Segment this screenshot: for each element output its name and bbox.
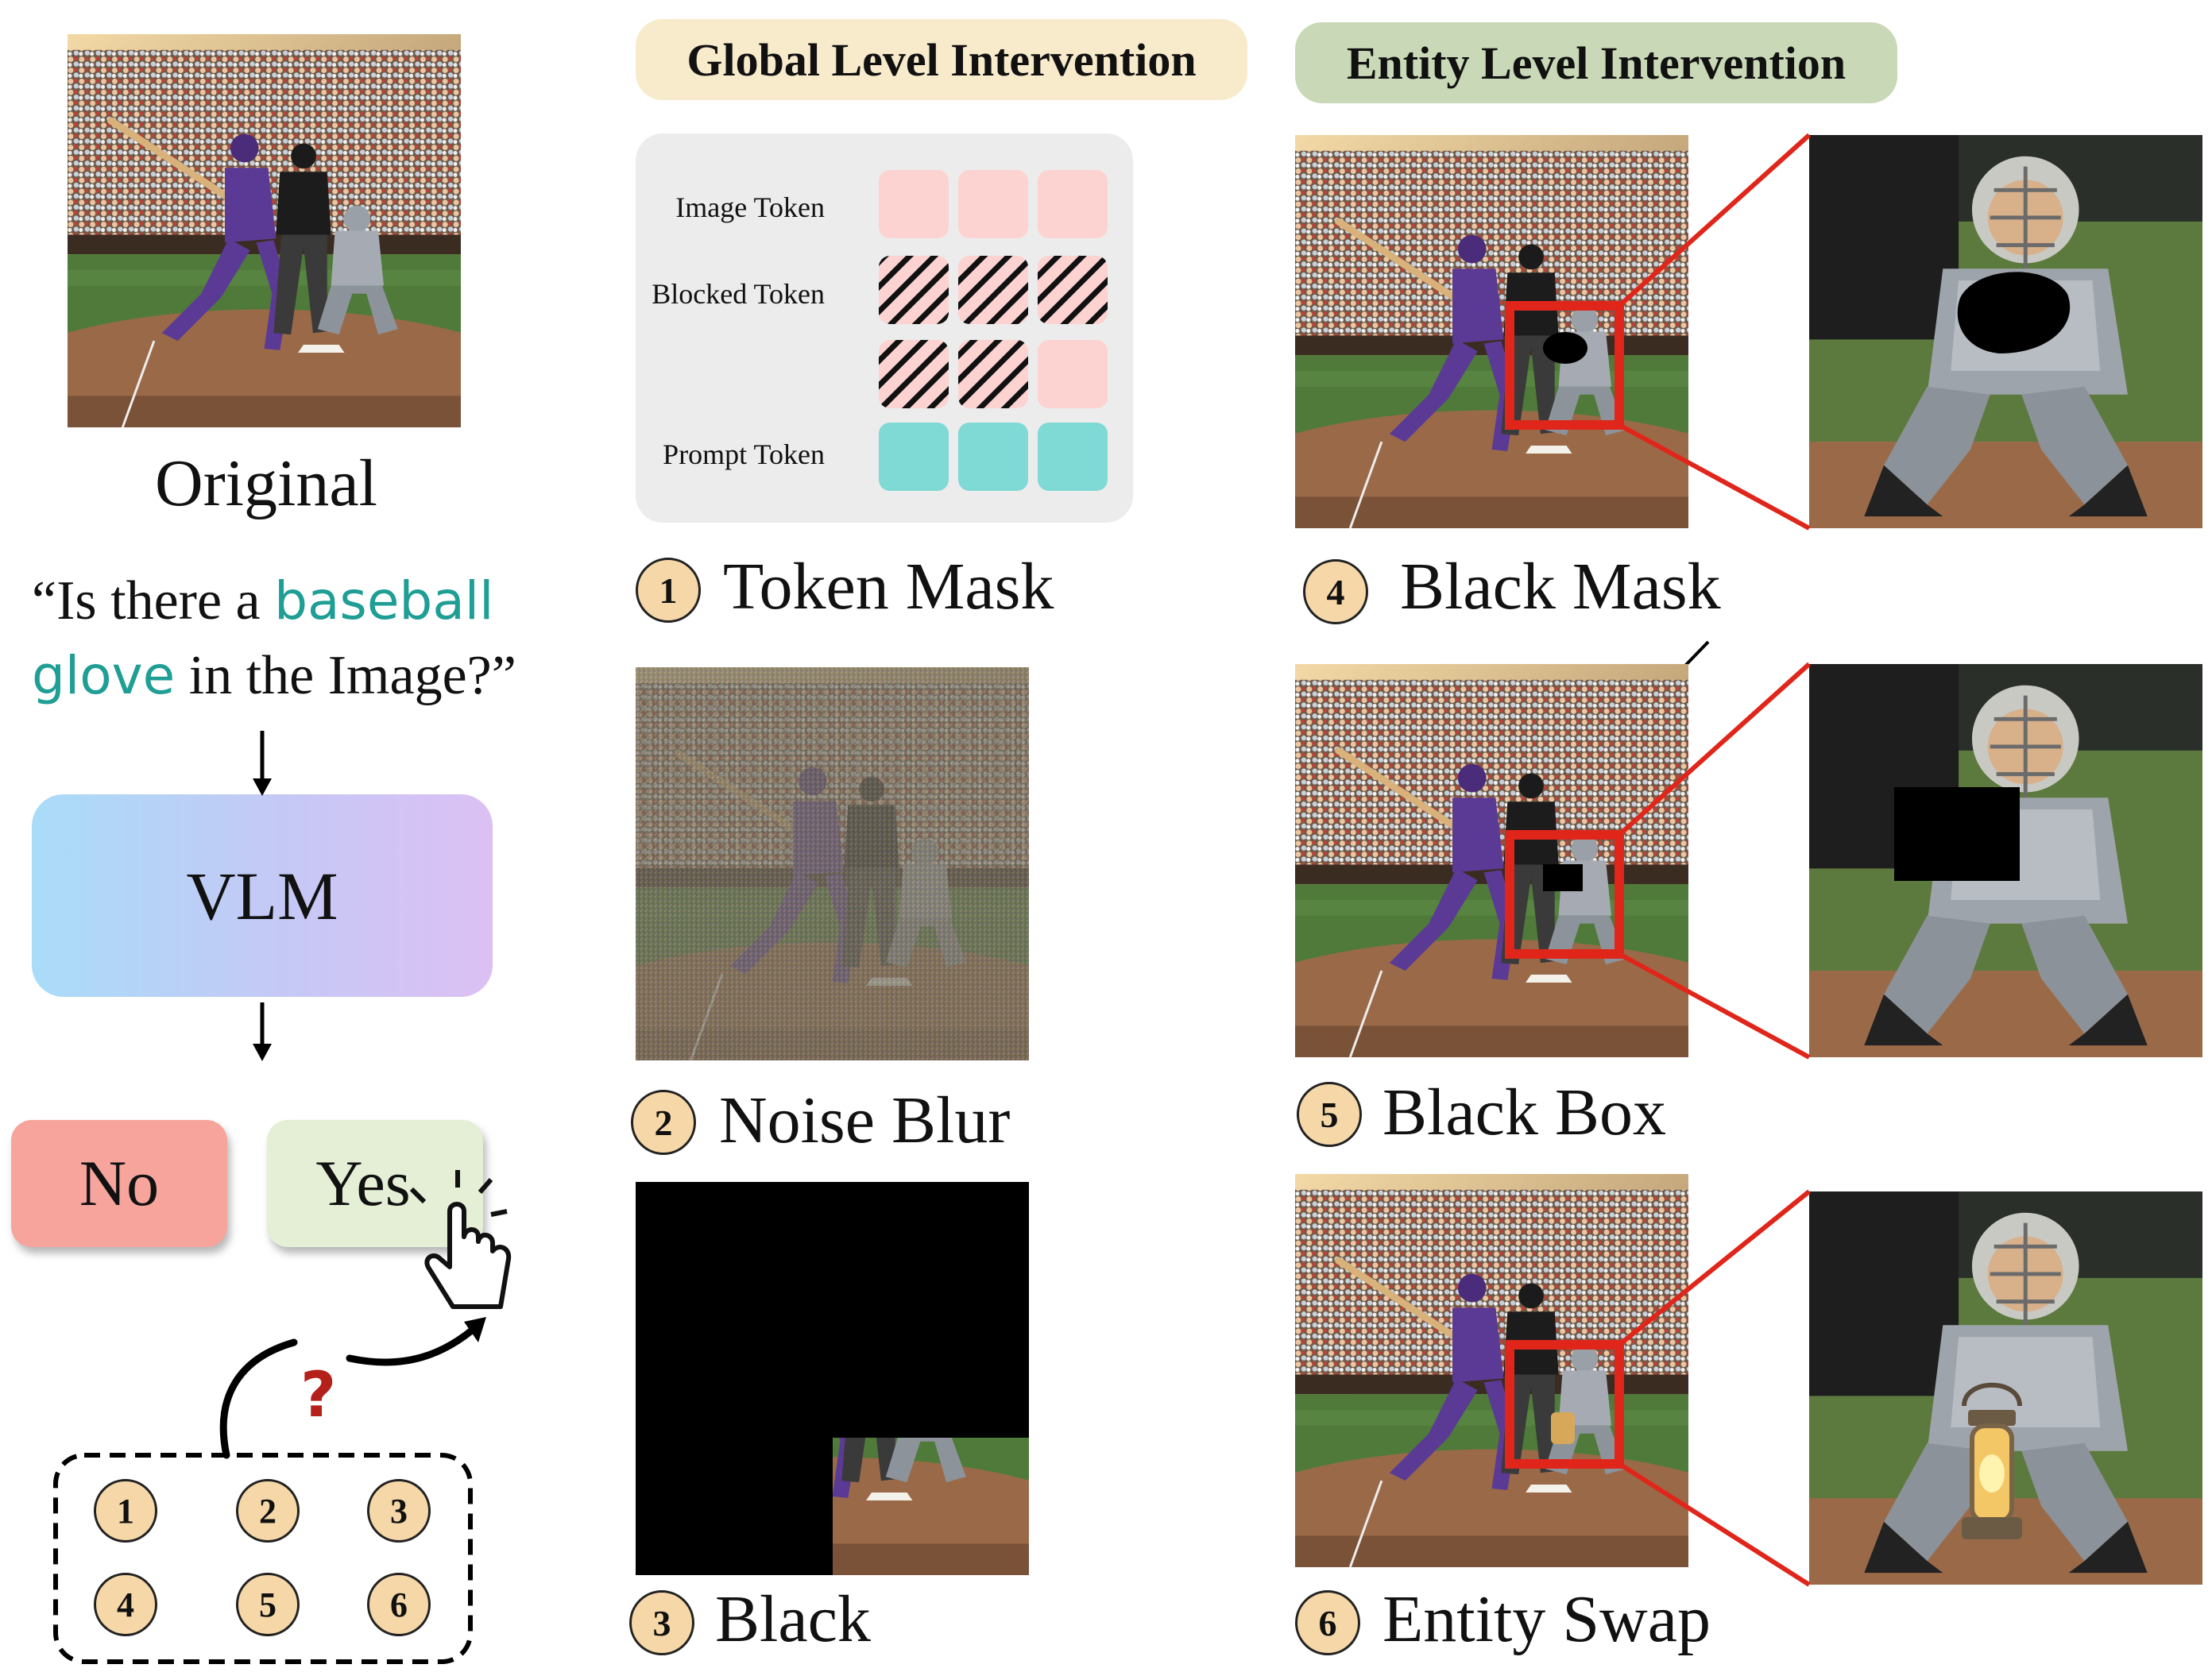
blocked-token-label: Blocked Token: [652, 278, 825, 310]
step-badge-2: 2: [631, 1090, 696, 1155]
original-label: Original: [155, 446, 377, 520]
arrow-head-icon: [464, 1317, 486, 1342]
black-mask-image: [1295, 135, 1688, 528]
entity-swap-zoom: [1809, 1191, 2202, 1585]
answer-no: No: [11, 1120, 227, 1247]
option-badge-5: 5: [236, 1573, 300, 1636]
entity-swap-image: [1295, 1174, 1688, 1567]
lantern-icon: [1962, 1382, 2022, 1539]
answer-yes: Yes: [267, 1120, 483, 1247]
step-label-noise-blur: Noise Blur: [719, 1083, 1011, 1157]
question-keyword: baseball glove: [32, 570, 494, 706]
step-badge-3: 3: [629, 1590, 694, 1655]
image-token-label: Image Token: [675, 191, 825, 223]
step-badge-4: 4: [1303, 559, 1368, 624]
arrow-down-icon: [253, 778, 272, 796]
option-badge-2: 2: [236, 1479, 300, 1543]
black-mask-zoom: [1809, 135, 2202, 528]
option-badge-6: 6: [367, 1573, 431, 1636]
step-badge-5: 5: [1297, 1082, 1362, 1147]
question-mark: ?: [300, 1360, 337, 1431]
prompt-token-label: Prompt Token: [663, 438, 825, 470]
step-label-entity-swap: Entity Swap: [1382, 1582, 1711, 1656]
global-header: Global Level Intervention: [636, 19, 1247, 100]
step-label-black-box: Black Box: [1382, 1075, 1666, 1149]
step-label-token-mask: Token Mask: [723, 550, 1054, 624]
noise-blur-image: [636, 667, 1029, 1060]
vlm-box: VLM: [32, 794, 493, 997]
entity-header: Entity Level Intervention: [1295, 22, 1897, 103]
option-badge-1: 1: [94, 1479, 157, 1543]
black-image: [636, 1182, 1029, 1575]
option-badge-4: 4: [94, 1573, 157, 1636]
step-badge-6: 6: [1295, 1590, 1360, 1655]
arrow-down-icon: [253, 1044, 272, 1061]
click-hand-icon: [409, 1170, 512, 1309]
black-box-image: [1295, 664, 1688, 1057]
black-box-zoom: [1809, 664, 2202, 1057]
options-box: [53, 1453, 473, 1664]
step-label-black-mask: Black Mask: [1400, 550, 1721, 624]
question-text: “Is there a baseball glove in the Image?…: [32, 570, 516, 706]
step-label-black: Black: [715, 1582, 871, 1656]
option-badge-3: 3: [367, 1479, 431, 1543]
step-badge-1: 1: [636, 558, 701, 623]
